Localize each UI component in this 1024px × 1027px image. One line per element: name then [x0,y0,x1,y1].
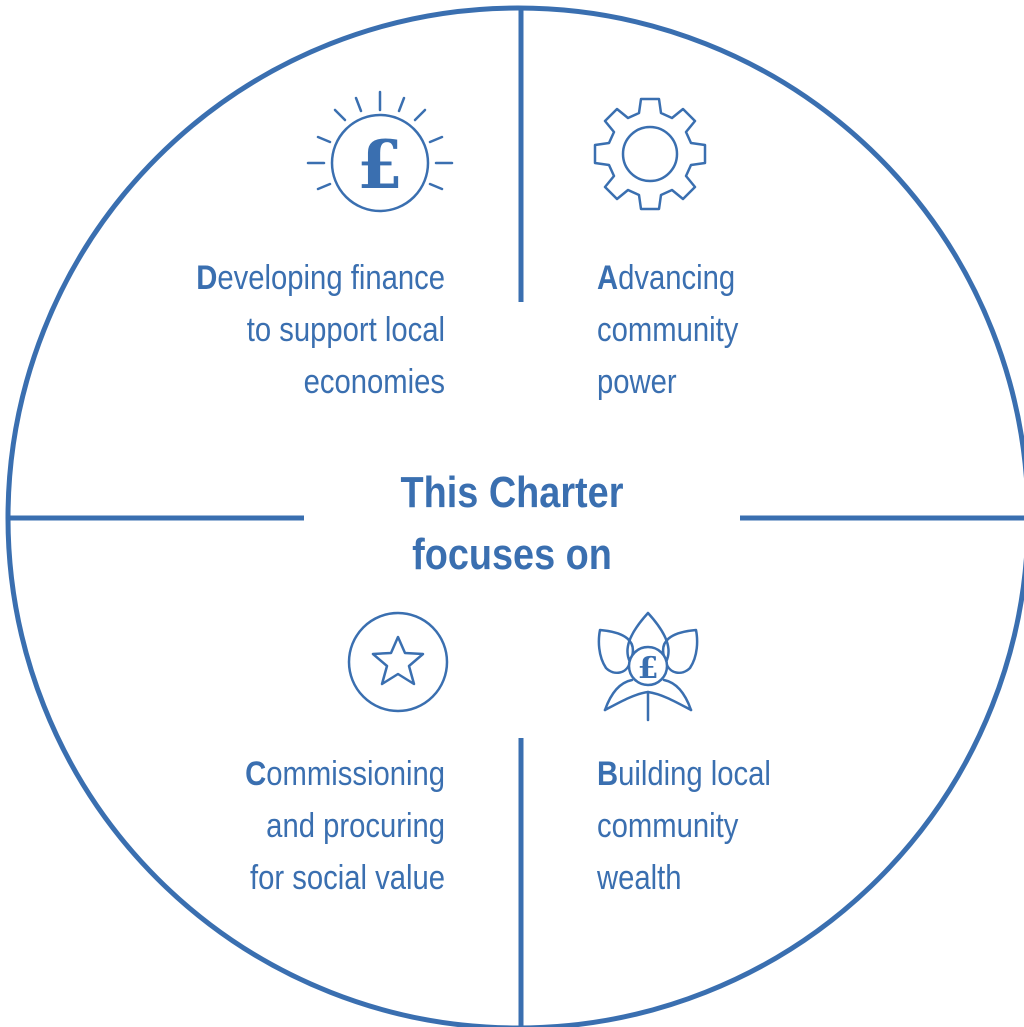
center-title-line2: focuses on [412,530,612,579]
quadrant-top-right-text: Advancing community power [597,252,872,408]
line2: community [597,807,739,845]
svg-text:£: £ [357,126,403,204]
first-letter: C [245,755,267,793]
first-letter: D [196,259,218,297]
line1-rest: ommissioning [266,755,445,793]
quadrant-bottom-left-text: Commissioning and procuring for social v… [144,748,445,904]
first-letter: B [597,755,619,793]
pound-flower-icon: £ [597,611,699,722]
quadrant-top-left-text: Developing finance to support local econ… [144,252,445,408]
quadrant-bottom-right-text: Building local community wealth [597,748,872,904]
line1-rest: eveloping finance [217,259,445,297]
svg-text:£: £ [638,651,659,686]
first-letter: A [597,259,619,297]
line3: for social value [249,859,445,897]
star-circle-icon [347,611,449,713]
line3: economies [303,363,445,401]
line2: community [597,311,739,349]
line2: and procuring [266,807,445,845]
outer-circle [5,5,1024,1027]
center-title: This Charter focuses on [340,462,684,586]
line3: power [597,363,677,401]
gear-icon [593,97,707,211]
pound-sun-icon: £ [306,90,454,213]
center-title-line1: This Charter [400,468,624,517]
line3: wealth [597,859,682,897]
line1-rest: uilding local [618,755,771,793]
line2: to support local [246,311,445,349]
line1-rest: dvancing [618,259,736,297]
